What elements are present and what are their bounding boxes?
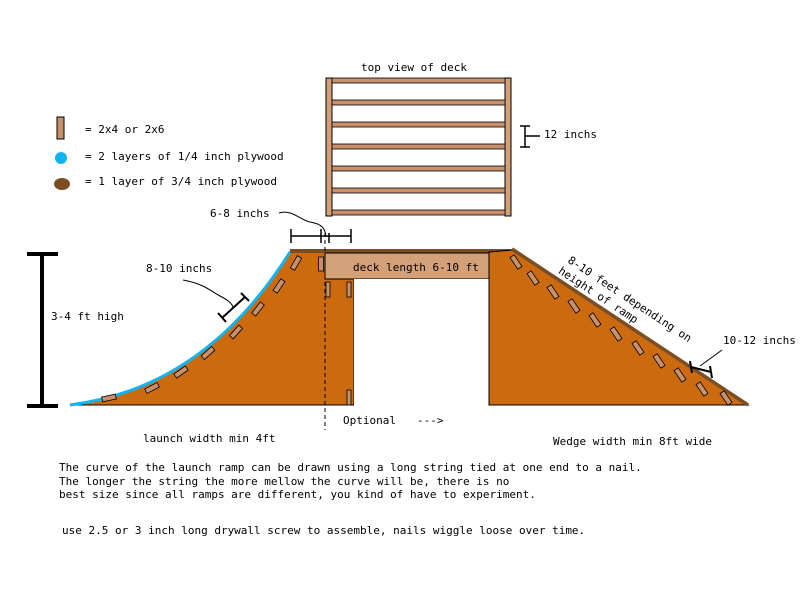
legend-label-three-quarter-plywood: = 1 layer of 3/4 inch plywood xyxy=(85,175,277,188)
launch-stud-spacing-label: 8-10 inchs xyxy=(146,262,212,275)
wedge-stud xyxy=(652,353,666,369)
deck-joist xyxy=(331,121,506,128)
launch-stud xyxy=(228,324,244,340)
wedge-stud xyxy=(631,340,645,356)
wedge-width-label: Wedge width min 8ft wide xyxy=(553,435,712,448)
optional-label: Optional xyxy=(343,414,396,427)
deck-joist xyxy=(331,209,506,216)
blue-plywood-dot-icon xyxy=(55,152,67,164)
wedge-ramp-plywood-surface xyxy=(511,247,749,407)
deck-right-rail xyxy=(504,77,512,217)
joist-spacing-label: 12 inchs xyxy=(544,128,597,141)
launch-stud xyxy=(200,345,216,361)
wedge-stud xyxy=(588,312,602,328)
launch-width-label: launch width min 4ft xyxy=(143,432,275,445)
launch-stud xyxy=(251,301,265,317)
launch-stud xyxy=(289,255,303,271)
wedge-stud xyxy=(526,270,540,286)
wedge-stud-spacing-dimension xyxy=(689,349,723,379)
wedge-stud xyxy=(673,367,687,383)
wedge-ramp xyxy=(488,247,750,407)
wedge-stud xyxy=(567,298,581,314)
deck-overhang-dimension xyxy=(278,211,352,243)
wedge-stud xyxy=(546,284,560,300)
launch-stud xyxy=(318,256,324,272)
launch-ramp xyxy=(69,251,355,407)
deck-overhang-label: 6-8 inchs xyxy=(210,207,270,220)
deck-joist xyxy=(331,165,506,172)
deck-top-view xyxy=(325,77,512,217)
deck-plywood-top xyxy=(290,249,513,253)
deck-side-view xyxy=(290,249,514,407)
legend: = 2x4 or 2x6 = 2 layers of 1/4 inch plyw… xyxy=(54,116,284,190)
deck-joists xyxy=(331,77,506,216)
launch-stud-spacing-dimension xyxy=(182,279,250,323)
brown-plywood-dot-icon xyxy=(54,178,70,190)
launch-stud xyxy=(101,393,117,403)
deck-joist xyxy=(331,143,506,150)
wedge-ramp-studs xyxy=(509,254,733,406)
height-dimension-bar xyxy=(27,252,58,408)
deck-joist xyxy=(331,187,506,194)
wedge-stud xyxy=(695,381,709,397)
lumber-swatch-icon xyxy=(56,116,65,140)
launch-ramp-studs xyxy=(101,255,324,403)
launch-stud xyxy=(173,365,189,379)
wedge-stud xyxy=(609,326,623,342)
launch-stud xyxy=(144,381,160,395)
wedge-stud-spacing-label: 10-12 inchs xyxy=(723,334,796,347)
wedge-stud xyxy=(719,390,733,406)
legend-label-quarter-plywood: = 2 layers of 1/4 inch plywood xyxy=(85,150,284,163)
deck-joist xyxy=(331,99,506,106)
deck-joist xyxy=(331,77,506,84)
joist-spacing-dimension xyxy=(520,125,540,148)
curve-instructions: The curve of the launch ramp can be draw… xyxy=(59,461,642,501)
deck-opening xyxy=(354,279,489,407)
deck-length-label: deck length 6-10 ft xyxy=(353,261,479,274)
deck-frame xyxy=(324,252,514,280)
launch-height-label: 3-4 ft high xyxy=(51,310,124,323)
launch-stud xyxy=(272,278,286,294)
deck-left-rail xyxy=(325,77,333,217)
optional-arrow: ---> xyxy=(417,414,444,427)
wedge-stud xyxy=(509,254,523,270)
legend-label-lumber: = 2x4 or 2x6 xyxy=(85,123,164,136)
screw-instructions: use 2.5 or 3 inch long drywall screw to … xyxy=(62,524,586,537)
top-view-title: top view of deck xyxy=(361,61,467,74)
